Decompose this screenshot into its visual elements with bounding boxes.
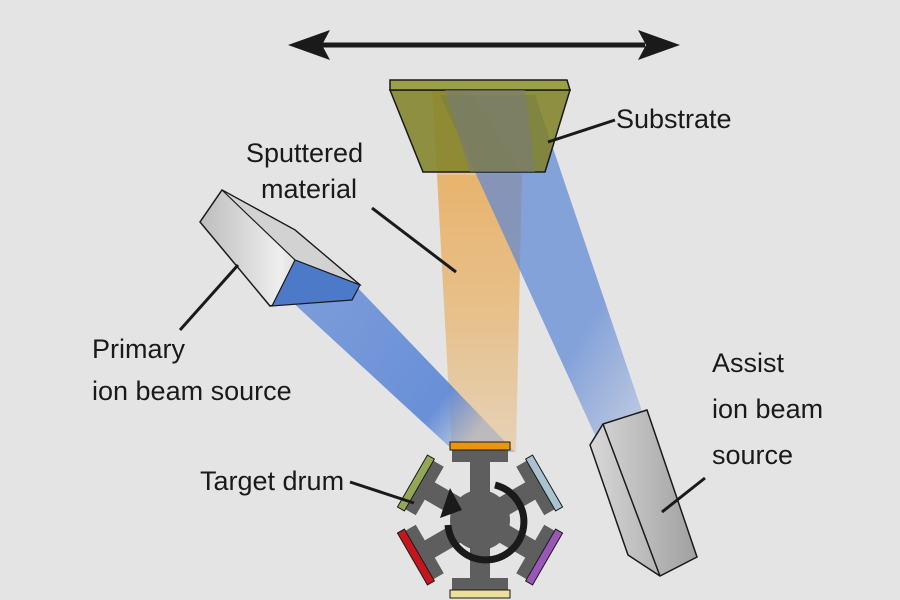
assist-ion-beam xyxy=(440,95,645,435)
assist-label-line3: source xyxy=(712,440,793,470)
target-drum-label: Target drum xyxy=(200,466,344,496)
sputtered-label-line2: material xyxy=(261,174,357,204)
substrate-motion-arrow xyxy=(288,30,680,60)
target-plate-top xyxy=(449,441,511,451)
sputtered-material-beam xyxy=(437,175,522,452)
primary-leader-line xyxy=(178,264,240,331)
rotation-arrow-icon xyxy=(444,481,528,564)
target-plate-upper-left xyxy=(396,454,436,512)
target-plate-bottom xyxy=(449,589,511,599)
sputtered-leader-line xyxy=(371,206,457,274)
target-plate-lower-left xyxy=(396,528,436,586)
assist-label-line2: ion beam xyxy=(712,394,823,424)
primary-label-line2: ion beam source xyxy=(92,376,292,406)
assist-label-line1: Assist xyxy=(712,348,785,378)
substrate-label: Substrate xyxy=(616,104,732,134)
substrate-leader-line xyxy=(547,118,616,144)
rotation-arrowhead-icon xyxy=(440,488,462,518)
target-drum xyxy=(396,441,564,599)
substrate xyxy=(388,79,572,173)
assist-ion-beam-source xyxy=(589,409,698,577)
target-plate-lower-right xyxy=(524,528,564,586)
primary-ion-beam-source xyxy=(199,189,362,307)
assist-leader-line xyxy=(661,476,706,514)
sputtered-label-line1: Sputtered xyxy=(246,138,363,168)
primary-label-line1: Primary xyxy=(92,334,185,364)
target-plate-upper-right xyxy=(524,454,564,512)
target-leader-line xyxy=(349,480,415,505)
primary-ion-beam xyxy=(290,285,515,452)
